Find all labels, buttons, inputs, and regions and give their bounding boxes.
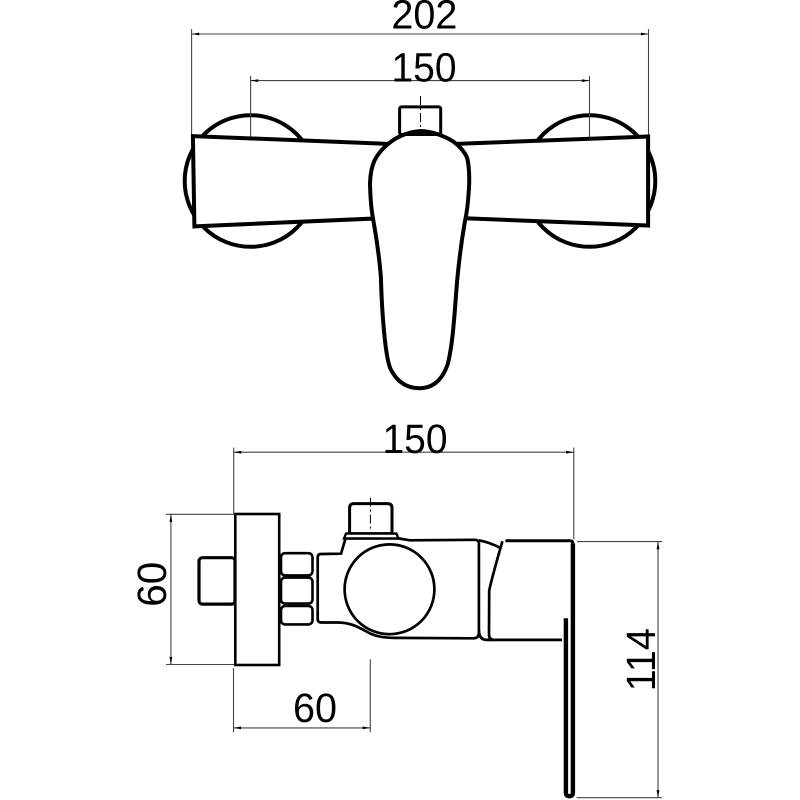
svg-text:60: 60	[129, 562, 175, 607]
svg-text:150: 150	[392, 45, 457, 91]
svg-text:60: 60	[293, 685, 337, 731]
svg-text:114: 114	[618, 628, 664, 691]
svg-text:202: 202	[391, 0, 457, 37]
svg-text:150: 150	[383, 416, 448, 462]
